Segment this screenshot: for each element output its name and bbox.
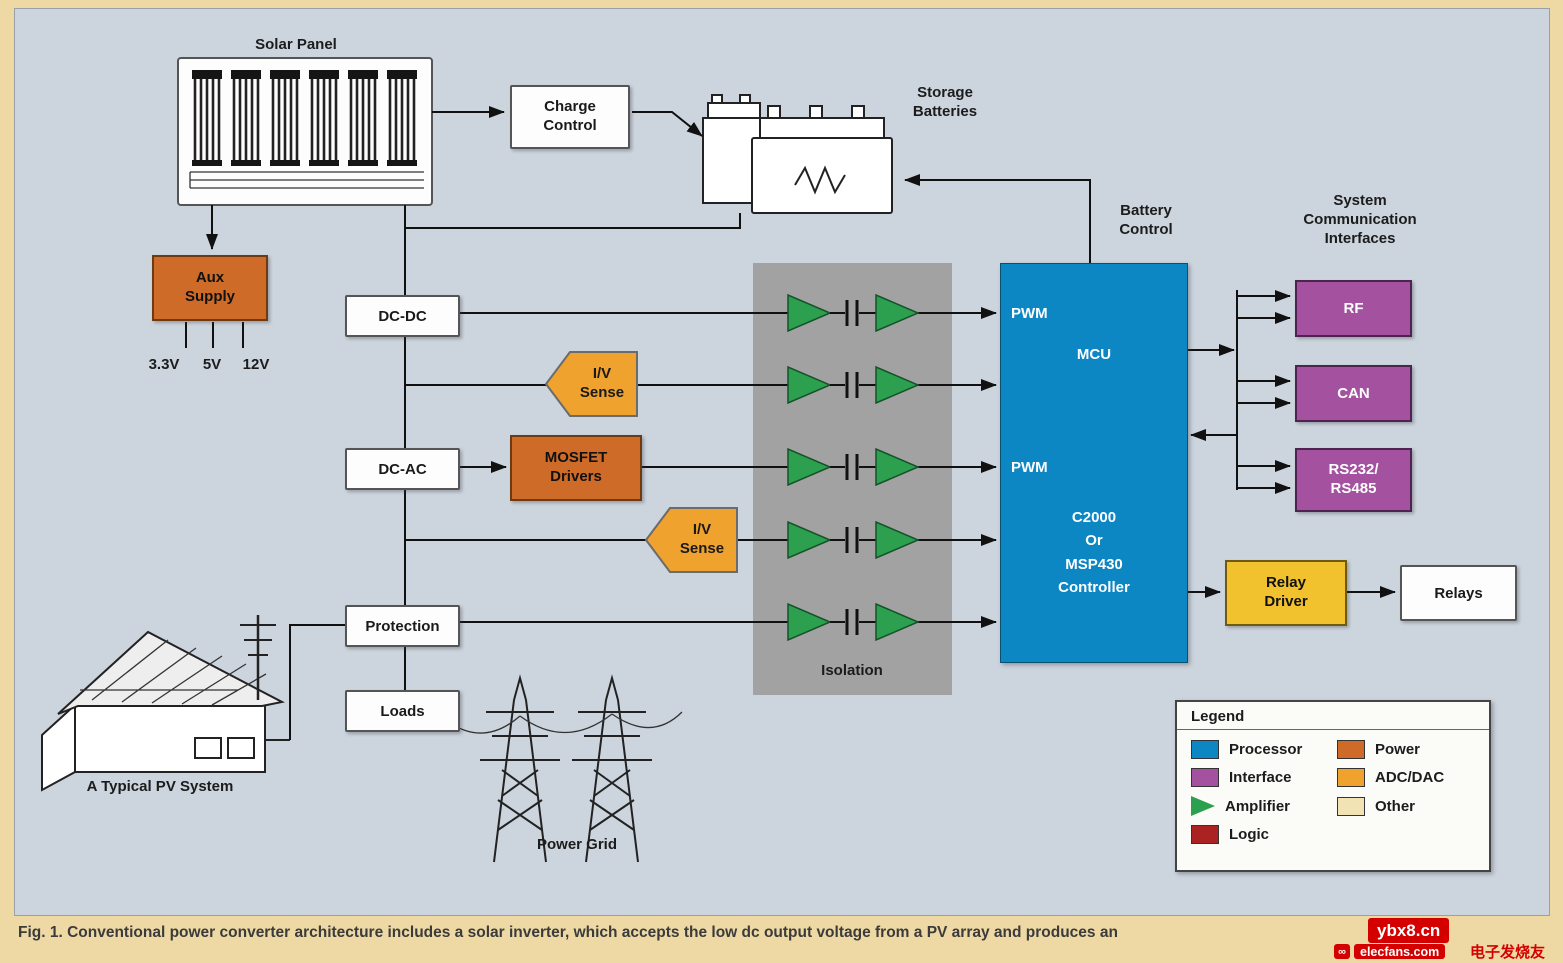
rf-box: RF	[1295, 280, 1412, 337]
legend-item-label: Logic	[1229, 826, 1269, 843]
watermark-site: ybx8.cn	[1368, 918, 1450, 943]
can-box: CAN	[1295, 365, 1412, 422]
legend-item-power: Power	[1337, 740, 1479, 759]
iv-sense-label-1: I/V Sense	[579, 365, 625, 401]
legend-item-label: Power	[1375, 741, 1421, 758]
mosfet-drivers-box: MOSFET Drivers	[510, 435, 642, 501]
adc-dac-swatch-icon	[1337, 768, 1365, 787]
power-swatch-icon	[1337, 740, 1365, 759]
watermark-chinese: 电子发烧友	[1470, 944, 1546, 961]
legend-items: Processor Power Interface ADC/DAC Amplif…	[1177, 730, 1489, 844]
aux-supply-box: Aux Supply	[152, 255, 268, 321]
dc-ac-box: DC-AC	[345, 448, 460, 490]
pv-system-label: A Typical PV System	[86, 778, 234, 795]
controller-label: C2000 Or MSP430 Controller	[1058, 509, 1130, 596]
legend-item-adc-dac: ADC/DAC	[1337, 768, 1479, 787]
charge-control-box: Charge Control	[510, 85, 630, 149]
legend-item-processor: Processor	[1191, 740, 1333, 759]
rail-12v-label: 12V	[242, 356, 270, 373]
legend-item-amplifier: Amplifier	[1191, 796, 1333, 816]
legend: Legend Processor Power Interface ADC/DAC…	[1175, 700, 1491, 872]
watermark-elecfans: elecfans.com	[1354, 944, 1446, 959]
storage-batteries-label: Storage Batteries	[912, 84, 978, 120]
legend-item-label: Interface	[1229, 769, 1292, 786]
pwm-bottom-label: PWM	[1011, 459, 1048, 476]
legend-item-other: Other	[1337, 796, 1479, 816]
other-swatch-icon	[1337, 796, 1365, 816]
figure-caption: Fig. 1. Conventional power converter arc…	[18, 924, 1118, 941]
legend-item-label: ADC/DAC	[1375, 769, 1445, 786]
watermark-logo: ∞	[1334, 944, 1350, 959]
rs232-rs485-box: RS232/ RS485	[1295, 448, 1412, 512]
legend-item-logic: Logic	[1191, 825, 1333, 844]
rail-3v3-label: 3.3V	[148, 356, 180, 373]
system-comm-label: System Communication Interfaces	[1303, 192, 1417, 247]
dc-dc-box: DC-DC	[345, 295, 460, 337]
logic-swatch-icon	[1191, 825, 1219, 844]
rail-5v-label: 5V	[202, 356, 222, 373]
processor-swatch-icon	[1191, 740, 1219, 759]
legend-item-interface: Interface	[1191, 768, 1333, 787]
interface-swatch-icon	[1191, 768, 1219, 787]
relays-box: Relays	[1400, 565, 1517, 621]
pwm-top-label: PWM	[1011, 305, 1048, 322]
isolation-label: Isolation	[821, 662, 883, 679]
power-grid-label: Power Grid	[536, 836, 618, 853]
mcu-label: MCU	[1076, 346, 1112, 363]
protection-box: Protection	[345, 605, 460, 647]
legend-item-label: Amplifier	[1225, 797, 1291, 815]
legend-item-label: Processor	[1229, 741, 1303, 758]
mcu-controller-block: PWM MCU PWM C2000 Or MSP430 Controller	[1000, 263, 1188, 663]
loads-box: Loads	[345, 690, 460, 732]
legend-item-label: Other	[1375, 797, 1416, 815]
legend-title: Legend	[1177, 702, 1489, 730]
relay-driver-box: Relay Driver	[1225, 560, 1347, 626]
amplifier-triangle-icon	[1191, 796, 1215, 816]
iv-sense-label-2: I/V Sense	[679, 521, 725, 557]
solar-panel-label: Solar Panel	[255, 36, 337, 53]
battery-control-label: Battery Control	[1119, 202, 1173, 238]
